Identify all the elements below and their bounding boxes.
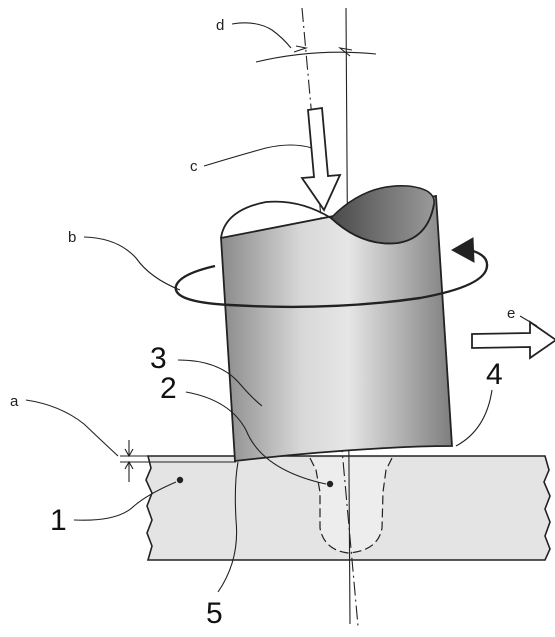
leader-d [231,22,292,49]
label-2: 2 [160,372,177,405]
travel-direction-arrow [471,320,555,360]
tool-top-rim [220,200,435,245]
leader-e [519,315,538,327]
depth-dim-arrowhead-up [124,448,134,458]
rotation-arrow-front [174,248,489,309]
depth-dim-arrowhead-down [124,460,134,470]
rotation-arrow-back [174,264,216,287]
point-1 [176,476,184,484]
leader-2 [185,391,327,485]
label-5: 5 [206,597,223,630]
tilt-angle-arc [255,51,377,63]
point-2 [326,480,334,488]
leader-4 [455,389,493,447]
leader-1 [73,481,177,521]
tilt-arc-arrow-right [338,47,353,57]
leader-3 [177,359,263,407]
tilt-arc-arrow-left [293,45,309,53]
label-1: 1 [50,504,67,537]
leader-c [203,144,313,167]
rotation-arrow-head [450,237,475,263]
label-a: a [10,393,19,410]
label-4: 4 [486,358,503,391]
leader-b [83,236,181,291]
label-c: c [190,158,198,175]
label-b: b [68,229,76,246]
axial-force-arrow [300,106,342,212]
label-d: d [216,17,224,34]
tool-cylinder-body [220,194,453,463]
label-3: 3 [150,342,167,375]
leader-a [25,399,119,457]
leader-5 [217,461,239,593]
label-e: e [507,305,515,322]
